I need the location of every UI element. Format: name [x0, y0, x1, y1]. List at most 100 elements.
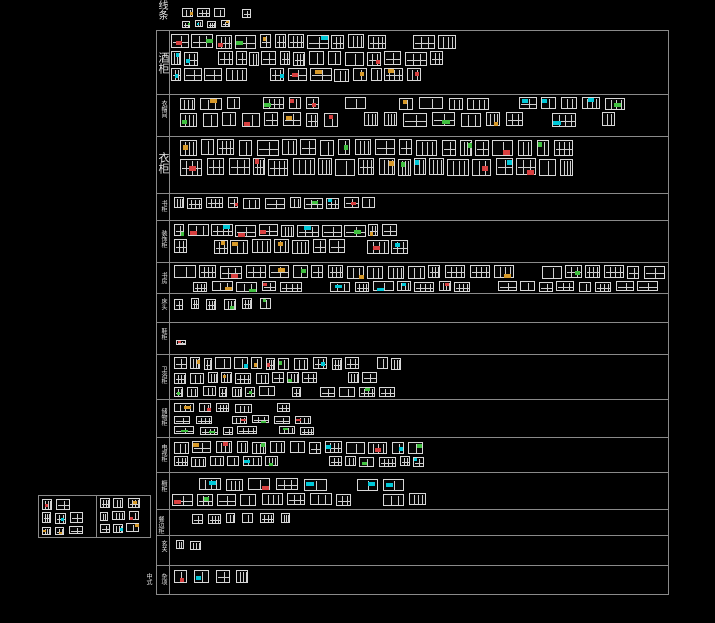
- cabinet-drawing-icon: [188, 224, 209, 236]
- cabinet-drawing-icon: [304, 198, 323, 209]
- cabinet-drawing-icon: [541, 97, 556, 109]
- cabinet-drawing-icon: [295, 416, 311, 424]
- cabinet-drawing-icon: [200, 427, 218, 435]
- row-divider: [156, 535, 669, 536]
- cabinet-drawing-icon: [445, 265, 465, 278]
- cabinet-drawing-icon: [383, 479, 404, 491]
- cabinet-drawing-icon: [358, 158, 374, 175]
- cabinet-drawing-icon: [454, 282, 470, 292]
- row-label-bathroom-cabinet: 卫浴柜: [160, 366, 167, 384]
- cabinet-drawing-icon: [377, 357, 388, 369]
- cabinet-drawing-icon: [217, 139, 234, 155]
- row-label-wardrobe: 衣柜: [157, 152, 170, 174]
- cabinet-drawing-icon: [346, 442, 365, 454]
- cabinet-drawing-icon: [204, 358, 212, 370]
- cabinet-drawing-icon: [192, 514, 203, 524]
- cabinet-drawing-icon: [226, 479, 243, 491]
- cabinet-drawing-icon: [248, 478, 270, 490]
- cabinet-drawing-icon: [292, 240, 309, 254]
- cabinet-drawing-icon: [442, 140, 456, 156]
- cabinet-drawing-icon: [309, 442, 321, 454]
- cabinet-drawing-icon: [262, 281, 276, 291]
- row-label-tv-cabinet: 电视柜: [160, 444, 167, 462]
- cabinet-drawing-icon: [270, 68, 284, 81]
- cabinet-drawing-icon: [585, 265, 600, 278]
- row-label-sideboard: 餐边柜: [157, 516, 164, 534]
- cabinet-drawing-icon: [496, 158, 513, 175]
- cabinet-drawing-icon: [368, 224, 378, 236]
- cabinet-drawing-icon: [251, 357, 262, 369]
- row-divider: [156, 354, 669, 355]
- cabinet-drawing-icon: [242, 513, 253, 523]
- cabinet-drawing-icon: [518, 140, 532, 156]
- cabinet-drawing-icon: [174, 403, 194, 412]
- row-divider: [156, 94, 669, 95]
- cabinet-drawing-icon: [309, 51, 324, 65]
- side-label-chinese-style: 中式: [145, 573, 152, 585]
- cabinet-drawing-icon: [318, 158, 332, 175]
- cabinet-drawing-icon: [397, 281, 411, 291]
- cabinet-drawing-icon: [237, 426, 257, 434]
- cabinet-drawing-icon: [287, 493, 305, 505]
- cabinet-drawing-icon: [561, 97, 577, 109]
- cabinet-drawing-icon: [306, 97, 319, 109]
- cabinet-drawing-icon: [399, 98, 413, 110]
- cabinet-drawing-icon: [174, 299, 183, 310]
- cabinet-drawing-icon: [100, 524, 110, 533]
- cabinet-drawing-icon: [172, 494, 193, 506]
- row-label-bedside: 床头: [160, 298, 167, 310]
- cabinet-drawing-icon: [259, 224, 278, 236]
- cabinet-drawing-icon: [582, 97, 600, 109]
- cabinet-drawing-icon: [201, 139, 214, 155]
- cabinet-drawing-icon: [616, 281, 634, 291]
- cabinet-drawing-icon: [232, 416, 247, 424]
- cabinet-drawing-icon: [262, 493, 283, 505]
- cabinet-drawing-icon: [302, 372, 317, 383]
- cabinet-drawing-icon: [322, 225, 342, 237]
- cabinet-drawing-icon: [355, 139, 371, 155]
- cabinet-drawing-icon: [334, 69, 349, 82]
- cabinet-drawing-icon: [391, 358, 401, 370]
- cabinet-drawing-icon: [56, 499, 70, 510]
- cabinet-drawing-icon: [206, 299, 216, 310]
- cabinet-drawing-icon: [184, 52, 198, 66]
- cabinet-drawing-icon: [174, 442, 189, 454]
- cabinet-drawing-icon: [289, 97, 301, 109]
- cabinet-drawing-icon: [554, 140, 573, 156]
- cabinet-drawing-icon: [293, 265, 308, 278]
- cabinet-drawing-icon: [362, 197, 375, 208]
- row-divider: [156, 472, 669, 473]
- cabinet-drawing-icon: [266, 358, 275, 370]
- cabinet-drawing-icon: [246, 265, 266, 278]
- cabinet-drawing-icon: [449, 98, 463, 110]
- cabinet-drawing-icon: [242, 113, 260, 127]
- cabinet-drawing-icon: [171, 51, 181, 65]
- cabinet-drawing-icon: [208, 514, 221, 524]
- cabinet-drawing-icon: [174, 387, 183, 397]
- cabinet-drawing-icon: [565, 265, 582, 278]
- cabinet-drawing-icon: [174, 373, 186, 384]
- cabinet-drawing-icon: [345, 456, 356, 466]
- cabinet-drawing-icon: [236, 570, 248, 583]
- row-label-storage-cabinet: 储物柜: [160, 408, 167, 426]
- cabinet-drawing-icon: [276, 478, 298, 490]
- cabinet-drawing-icon: [199, 403, 211, 412]
- cabinet-drawing-icon: [400, 456, 410, 466]
- label-column-divider: [169, 30, 170, 595]
- cabinet-drawing-icon: [297, 225, 319, 237]
- cabinet-drawing-icon: [224, 299, 236, 310]
- cabinet-drawing-icon: [187, 198, 202, 209]
- cabinet-drawing-icon: [461, 113, 481, 127]
- cabinet-drawing-icon: [128, 498, 140, 508]
- cabinet-drawing-icon: [182, 8, 193, 17]
- row-label-study: 书房: [160, 272, 167, 284]
- cabinet-drawing-icon: [176, 540, 184, 549]
- cabinet-drawing-icon: [428, 265, 440, 278]
- cabinet-drawing-icon: [280, 282, 302, 292]
- cabinet-drawing-icon: [218, 51, 233, 65]
- cabinet-drawing-icon: [486, 112, 500, 126]
- cabinet-drawing-icon: [414, 158, 426, 175]
- cabinet-drawing-icon: [252, 442, 266, 454]
- cabinet-drawing-icon: [332, 358, 342, 370]
- cabinet-drawing-icon: [235, 35, 256, 49]
